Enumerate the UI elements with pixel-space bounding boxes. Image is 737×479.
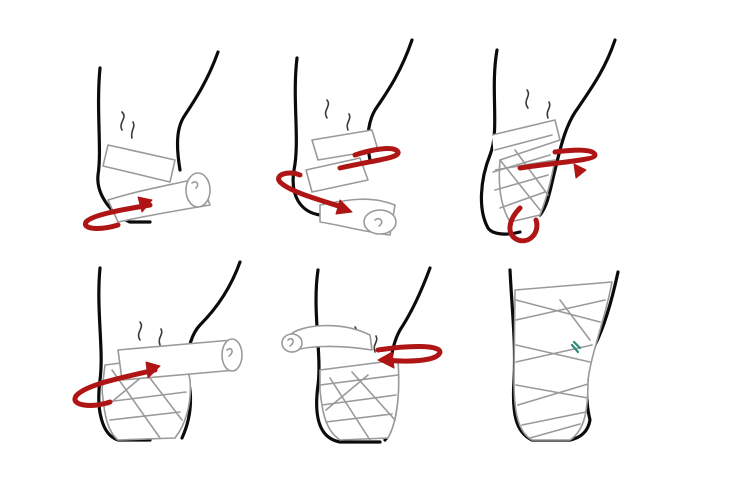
toe-lines — [326, 100, 350, 130]
step-3-panel — [481, 40, 615, 241]
toe-lines — [526, 90, 550, 118]
step-1-panel — [85, 52, 218, 228]
bandage-roll-end — [186, 173, 210, 207]
foot-outline — [178, 52, 218, 170]
step-5-panel — [282, 268, 440, 442]
arrow-head — [574, 164, 586, 178]
bandage-band — [103, 145, 175, 182]
toe-lines — [121, 112, 134, 138]
toe-lines — [139, 322, 162, 345]
bandage-roll-end — [222, 339, 242, 371]
bandage-roll-end — [364, 210, 396, 234]
bandage-tail — [290, 326, 372, 352]
step-4-panel — [75, 262, 242, 440]
step-6-panel — [510, 270, 618, 440]
step-2-panel — [279, 40, 412, 235]
